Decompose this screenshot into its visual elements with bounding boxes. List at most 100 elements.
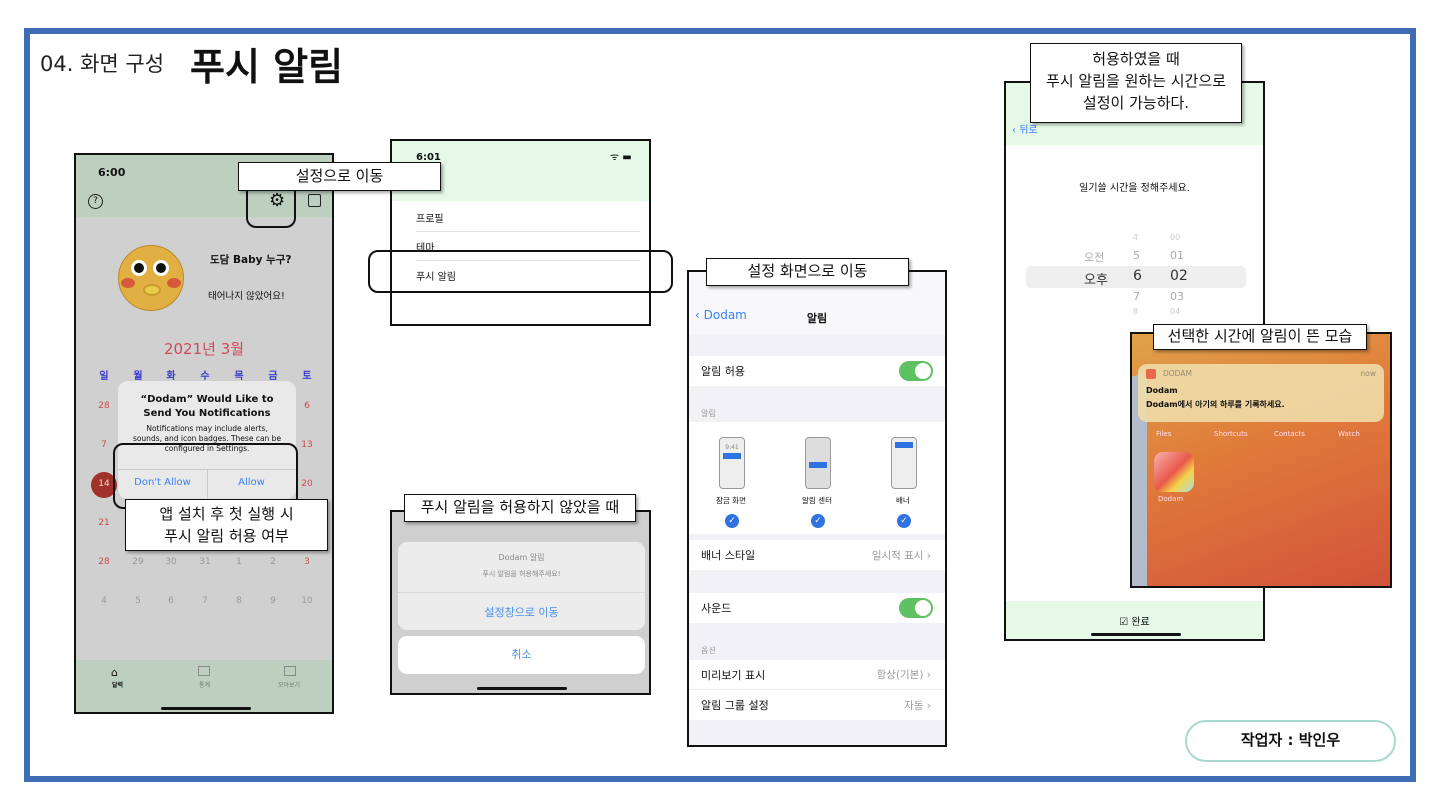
calendar-day[interactable]: 28 — [98, 401, 110, 411]
notification-center-preview[interactable] — [805, 437, 831, 489]
calendar-day[interactable]: 3 — [304, 557, 310, 567]
allow-row: 알림 허용 — [689, 356, 945, 386]
author-badge: 작업자 : 박인우 — [1185, 720, 1396, 762]
lock-screen-preview[interactable]: 9:41 — [719, 437, 745, 489]
calendar-day[interactable]: 6 — [304, 401, 310, 411]
weekday-label: 수 — [200, 371, 210, 382]
calendar-day[interactable]: 1 — [236, 557, 242, 567]
picker-hour[interactable]: 5 — [1133, 249, 1140, 262]
calendar-day[interactable]: 2 — [270, 557, 276, 567]
tab-stats[interactable]: 통계 — [199, 682, 211, 689]
menu-item-profile[interactable]: 프로필 — [416, 214, 444, 225]
weekday-label: 일 — [99, 371, 109, 382]
section-label: 04. 화면 구성 — [40, 52, 165, 76]
calendar-day[interactable]: 7 — [202, 596, 208, 606]
stats-tab-icon — [198, 666, 210, 676]
callout-first-launch-line2: 푸시 알림 허용 여부 — [164, 527, 289, 545]
check-icon[interactable]: ✓ — [725, 514, 739, 528]
cancel-button[interactable]: 취소 — [398, 636, 645, 674]
nav-title: 알림 — [806, 312, 828, 325]
permission-dialog: “Dodam” Would Like to Send You Notificat… — [118, 381, 296, 499]
calendar-day[interactable]: 4 — [101, 596, 107, 606]
denied-message: 푸시 알림을 허용해주세요! — [482, 570, 561, 578]
notification-body: Dodam에서 아기의 하루를 기록하세요. — [1146, 400, 1285, 409]
calendar-day[interactable]: 29 — [132, 557, 144, 567]
calendar-day[interactable]: 20 — [301, 479, 313, 489]
banner-style-value: 일시적 표시 — [871, 549, 924, 562]
app-files[interactable]: Files — [1156, 430, 1172, 438]
app-watch[interactable]: Watch — [1338, 430, 1360, 438]
picker-minute[interactable]: 03 — [1170, 290, 1184, 303]
tab-collection[interactable]: 모아보기 — [278, 682, 301, 689]
allow-button[interactable]: Allow — [238, 477, 265, 488]
notification-title: Dodam — [1146, 386, 1178, 395]
calendar-day[interactable]: 14 — [98, 479, 110, 489]
calendar-day[interactable]: 8 — [236, 596, 242, 606]
dodam-app-icon[interactable] — [1154, 452, 1194, 492]
menu-item-push[interactable]: 푸시 알림 — [416, 272, 456, 283]
menu-item-theme[interactable]: 테마 — [416, 243, 435, 254]
picker-minute[interactable]: 04 — [1170, 307, 1181, 316]
calendar-day[interactable]: 21 — [98, 518, 110, 528]
calendar-day[interactable]: 9 — [270, 596, 276, 606]
done-button[interactable]: ☑ 완료 — [1119, 617, 1150, 628]
go-settings-button[interactable]: 설정창으로 이동 — [484, 606, 559, 619]
calendar-day[interactable]: 10 — [301, 596, 313, 606]
picker-minute[interactable]: 00 — [1170, 233, 1181, 242]
notification-banner[interactable]: DODAM now Dodam Dodam에서 아기의 하루를 기록하세요. — [1138, 364, 1384, 422]
allow-toggle[interactable] — [899, 361, 933, 381]
dodam-app-label: Dodam — [1158, 495, 1184, 503]
ios-notification-settings: ‹ Dodam 알림 알림 허용 알림 9:41 잠금 화면 알림 센터 배너 … — [687, 270, 947, 747]
notification-time: now — [1360, 369, 1376, 378]
calendar-day[interactable]: 7 — [101, 440, 107, 450]
calendar-day[interactable]: 30 — [165, 557, 177, 567]
gear-icon[interactable]: ⚙ — [269, 190, 286, 211]
weekday-label: 금 — [268, 371, 278, 382]
calendar-day[interactable]: 6 — [168, 596, 174, 606]
sound-toggle[interactable] — [899, 598, 933, 618]
picker-minute[interactable]: 01 — [1170, 249, 1184, 262]
callout-time-line1: 허용하였을 때 — [1092, 50, 1180, 68]
notification-app: DODAM — [1163, 369, 1192, 378]
picker-hour[interactable]: 8 — [1133, 307, 1139, 316]
calendar-day[interactable]: 5 — [135, 596, 141, 606]
picker-ampm[interactable]: 오전 — [1084, 251, 1105, 264]
preview-label: 미리보기 표시 — [701, 668, 766, 682]
calendar-day[interactable]: 28 — [98, 557, 110, 567]
baby-avatar — [118, 245, 184, 311]
calendar-day[interactable]: 31 — [199, 557, 211, 567]
allow-label: 알림 허용 — [701, 365, 745, 378]
picker-hour[interactable]: 7 — [1133, 290, 1140, 303]
grouping-value: 자동 — [904, 699, 924, 712]
back-button[interactable]: ‹ Dodam — [695, 308, 747, 322]
picker-hour[interactable]: 4 — [1133, 233, 1139, 242]
home-indicator — [477, 687, 567, 690]
permission-message: Notifications may include alerts, sounds… — [132, 424, 282, 453]
baby-name: 도담 Baby 누구? — [210, 254, 292, 266]
help-icon[interactable]: ? — [88, 194, 103, 209]
callout-time-setting: 허용하였을 때 푸시 알림을 원하는 시간으로 설정이 가능하다. — [1030, 43, 1242, 123]
callout-first-launch-line1: 앱 설치 후 첫 실행 시 — [159, 505, 294, 523]
tab-calendar[interactable]: 달력 — [112, 682, 124, 689]
callout-time-line3: 설정이 가능하다. — [1082, 94, 1190, 112]
check-icon[interactable]: ✓ — [897, 514, 911, 528]
gear-highlight — [246, 180, 296, 228]
picker-ampm[interactable]: 오후 — [1084, 273, 1108, 288]
alerts-header: 알림 — [701, 409, 716, 418]
app-contacts[interactable]: Contacts — [1274, 430, 1305, 438]
banner-preview[interactable] — [891, 437, 917, 489]
calendar-day[interactable]: 13 — [301, 440, 313, 450]
back-button[interactable]: ‹ 뒤로 — [1012, 125, 1038, 136]
options-header: 옵션 — [701, 646, 716, 655]
check-icon[interactable]: ✓ — [811, 514, 825, 528]
picker-hour[interactable]: 6 — [1133, 268, 1142, 284]
home-indicator — [161, 707, 251, 710]
dont-allow-button[interactable]: Don't Allow — [134, 477, 191, 488]
app-shortcuts[interactable]: Shortcuts — [1214, 430, 1248, 438]
compose-icon[interactable] — [308, 194, 321, 207]
callout-notification-shown: 선택한 시간에 알림이 뜬 모습 — [1153, 324, 1367, 350]
picker-minute[interactable]: 02 — [1170, 268, 1188, 284]
